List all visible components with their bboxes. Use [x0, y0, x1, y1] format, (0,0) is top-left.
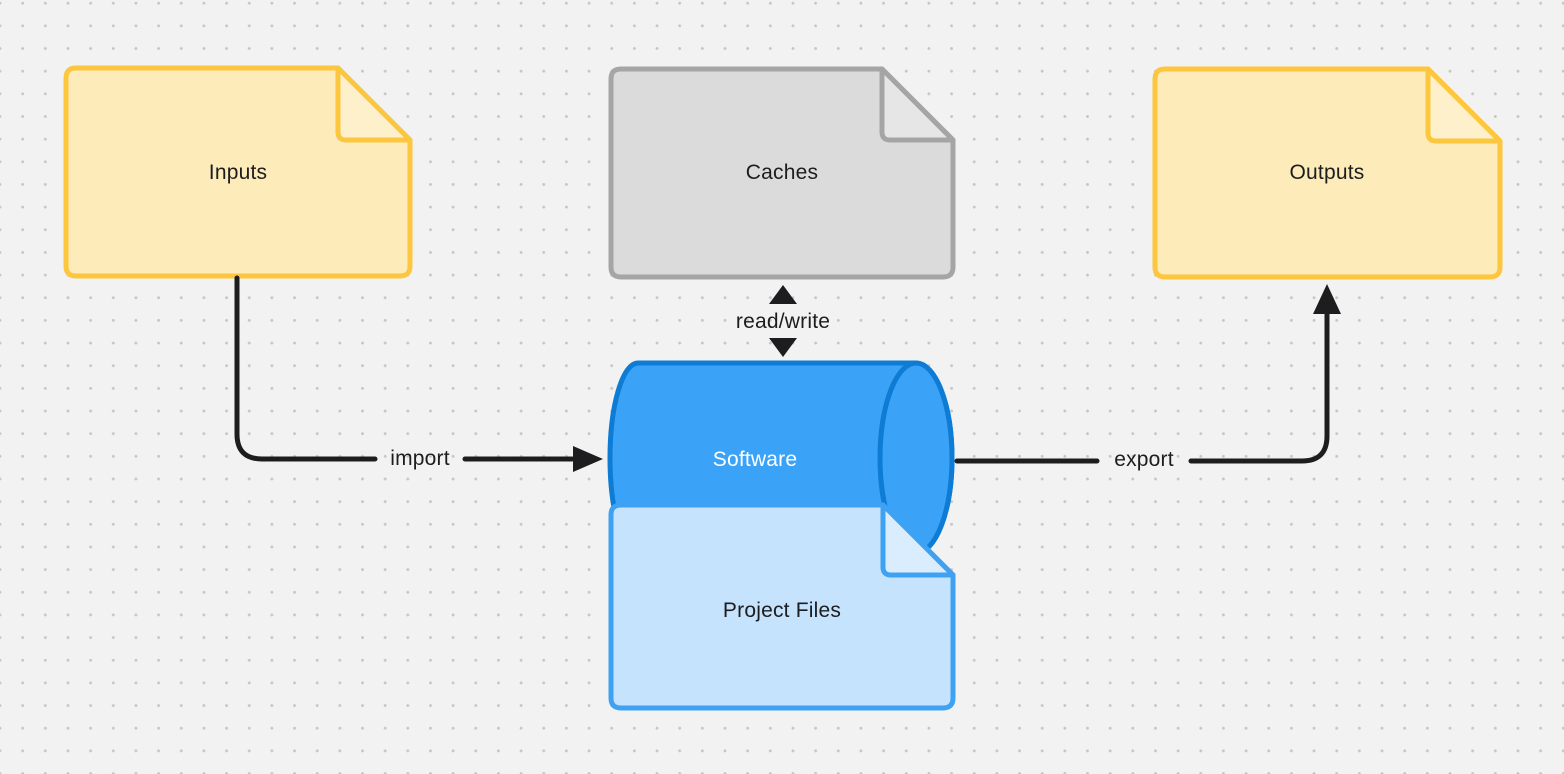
caches-node-fold-corner — [879, 66, 956, 143]
export-arrowhead — [1313, 284, 1341, 314]
import-arrowhead — [573, 446, 603, 472]
inputs-node-body[interactable] — [63, 65, 413, 279]
read-write-arrow-label: read/write — [735, 310, 831, 333]
inputs-node[interactable] — [63, 65, 413, 279]
outputs-label: Outputs — [1289, 161, 1365, 184]
outputs-node-fold-corner — [1425, 66, 1503, 144]
outputs-node[interactable] — [1152, 66, 1503, 280]
caches-node-body[interactable] — [608, 66, 956, 280]
outputs-node-body[interactable] — [1152, 66, 1503, 280]
project-files-node[interactable] — [608, 502, 956, 711]
read-write-arrow[interactable] — [769, 285, 797, 357]
read-write-arrowhead-up — [769, 285, 797, 304]
read-write-arrowhead-down — [769, 338, 797, 357]
caches-node[interactable] — [608, 66, 956, 280]
import-arrow[interactable] — [234, 275, 603, 472]
export-arrow-label: export — [1114, 448, 1174, 471]
project-files-node-body[interactable] — [608, 502, 956, 711]
inputs-label: Inputs — [208, 161, 268, 184]
project-files-label: Project Files — [722, 599, 842, 622]
export-arrow[interactable] — [954, 284, 1341, 464]
software-label: Software — [712, 448, 798, 471]
import-arrow-label: import — [390, 447, 450, 470]
caches-label: Caches — [745, 161, 819, 184]
import-arrow-segment-start[interactable] — [234, 275, 378, 462]
project-files-node-fold-corner — [880, 502, 956, 578]
inputs-node-fold-corner — [335, 65, 413, 143]
export-arrow-segment-end[interactable] — [1188, 310, 1330, 464]
